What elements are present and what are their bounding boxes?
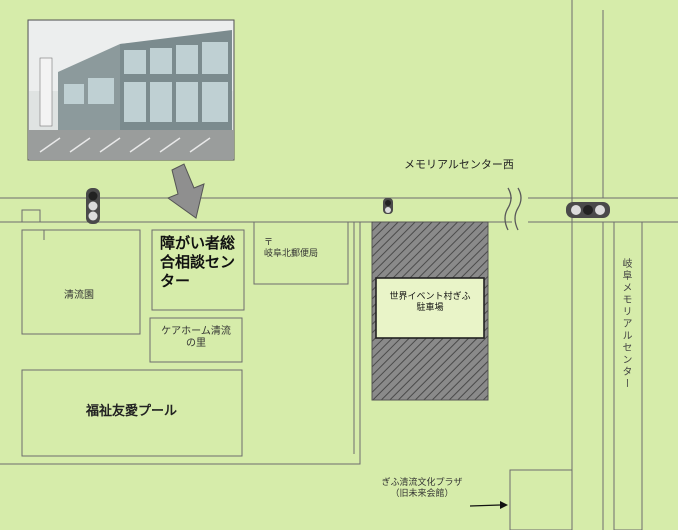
seiryuen-label: 清流園 (64, 290, 94, 301)
traffic-light-icon (566, 202, 610, 218)
traffic-light-icon (86, 188, 100, 224)
right-arrow-icon (469, 501, 508, 509)
memorial-center-label: 岐阜メモリアルセンター (620, 258, 631, 390)
culture-plaza-label: ぎふ清流文化プラザ （旧未来会館） (381, 478, 463, 499)
care-home-label: ケアホーム清流の里 (161, 326, 231, 349)
post-office-label: 〒 岐阜北郵便局 (264, 238, 319, 259)
down-arrow-icon (166, 163, 205, 219)
intersection-label: メモリアルセンター西 (404, 158, 514, 171)
center-name-label: 障がい者総合相談センター (160, 234, 236, 290)
blocks (0, 209, 643, 530)
parking-label: 世界イベント村ぎふ 駐車場 (389, 292, 471, 313)
pool-label: 福祉友愛プール (86, 404, 178, 419)
building-photo (27, 19, 235, 161)
road-break-icon (504, 187, 522, 231)
parking-lot (371, 221, 489, 401)
traffic-light-icon (383, 198, 393, 214)
